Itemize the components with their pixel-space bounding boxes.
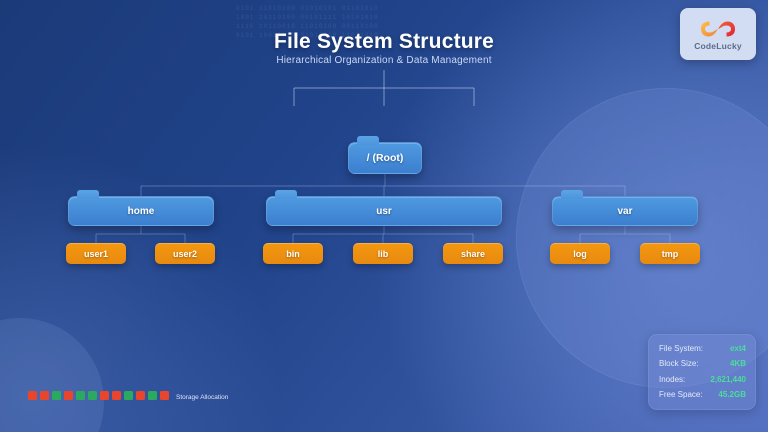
page-title: File System Structure bbox=[273, 30, 495, 53]
tree-node-label: usr bbox=[376, 205, 392, 217]
decorative-circle-left bbox=[0, 318, 104, 432]
info-row: Free Space: 45.2GB bbox=[659, 390, 746, 399]
tree-leaf-tmp[interactable]: tmp bbox=[640, 243, 700, 264]
info-value: 2,621,440 bbox=[710, 374, 746, 384]
brand-logo[interactable]: CodeLucky bbox=[680, 8, 756, 60]
storage-block-free bbox=[88, 391, 97, 400]
storage-block-used bbox=[40, 391, 49, 400]
info-key: File System: bbox=[659, 343, 704, 353]
header-connector bbox=[293, 70, 475, 106]
tree-leaf-label: bin bbox=[286, 248, 300, 259]
tree-node-label: var bbox=[617, 205, 633, 217]
infinity-icon bbox=[701, 21, 735, 36]
tree-leaf-log[interactable]: log bbox=[550, 243, 610, 264]
tree-leaf-label: user2 bbox=[172, 248, 198, 259]
tree-node-var[interactable]: var bbox=[552, 190, 698, 226]
info-value: 45.2GB bbox=[718, 390, 746, 399]
tree-node-label: / (Root) bbox=[366, 152, 404, 164]
storage-block-used bbox=[136, 391, 145, 400]
tree-leaf-bin[interactable]: bin bbox=[263, 243, 323, 264]
tree-leaf-user1[interactable]: user1 bbox=[66, 243, 126, 264]
brand-name: CodeLucky bbox=[694, 40, 742, 51]
storage-block-used bbox=[64, 391, 73, 400]
info-row: Inodes: 2,621,440 bbox=[659, 375, 746, 384]
storage-block-free bbox=[124, 391, 133, 400]
tree-leaf-user2[interactable]: user2 bbox=[155, 243, 215, 264]
tree-leaf-label: share bbox=[460, 248, 486, 259]
info-row: Block Size: 4KB bbox=[659, 359, 746, 368]
storage-block-used bbox=[160, 391, 169, 400]
tree-leaf-lib[interactable]: lib bbox=[353, 243, 413, 264]
tree-leaf-label: lib bbox=[377, 248, 389, 259]
storage-block-free bbox=[148, 391, 157, 400]
storage-block-free bbox=[76, 391, 85, 400]
page-subtitle: Hierarchical Organization & Data Managem… bbox=[276, 55, 492, 66]
tree-leaf-label: user1 bbox=[83, 248, 109, 259]
info-row: File System: ext4 bbox=[659, 344, 746, 353]
tree-leaf-label: log bbox=[573, 248, 587, 259]
tree-leaf-label: tmp bbox=[661, 248, 679, 259]
storage-block-used bbox=[112, 391, 121, 400]
binary-decoration: 0101 11010100 01010101 01101010 1001 101… bbox=[236, 5, 379, 39]
info-key: Block Size: bbox=[659, 359, 699, 368]
tree-node-root[interactable]: / (Root) bbox=[348, 136, 422, 174]
tree-node-label: home bbox=[127, 205, 155, 217]
storage-block-free bbox=[52, 391, 61, 400]
storage-label: Storage Allocation bbox=[176, 394, 229, 401]
info-key: Inodes: bbox=[659, 374, 686, 384]
tree-node-home[interactable]: home bbox=[68, 190, 214, 226]
storage-blocks bbox=[28, 391, 169, 400]
storage-block-used bbox=[100, 391, 109, 400]
tree-node-usr[interactable]: usr bbox=[266, 190, 502, 226]
info-value: 4KB bbox=[729, 359, 746, 368]
tree-leaf-share[interactable]: share bbox=[443, 243, 503, 264]
info-value: ext4 bbox=[729, 343, 746, 353]
storage-block-used bbox=[28, 391, 37, 400]
info-key: Free Space: bbox=[659, 390, 703, 399]
storage-allocation: Storage Allocation bbox=[28, 391, 229, 401]
filesystem-info-panel: File System: ext4 Block Size: 4KB Inodes… bbox=[648, 333, 756, 410]
